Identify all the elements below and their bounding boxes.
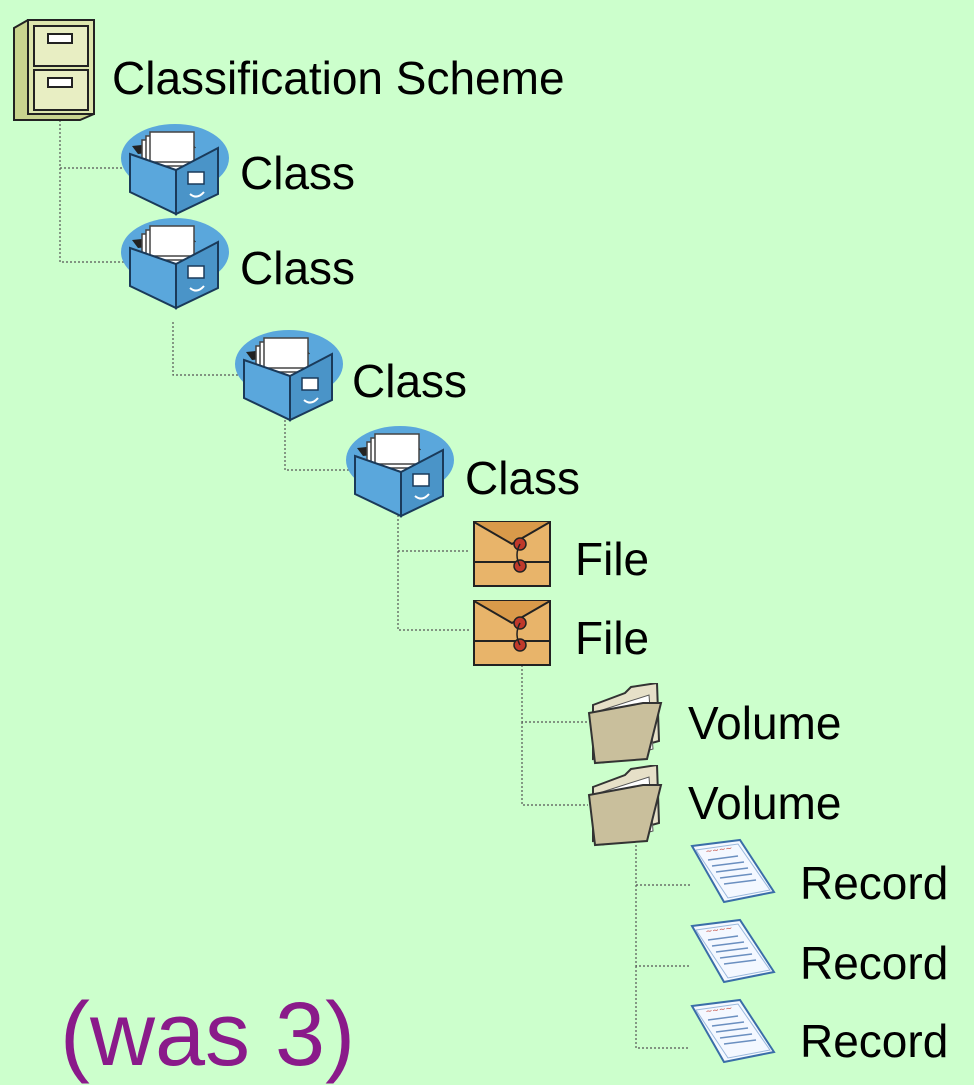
envelope-file-icon <box>473 521 551 587</box>
connector-line <box>59 120 125 169</box>
file-drawer-icon <box>121 124 229 216</box>
node-label: File <box>575 612 650 664</box>
document-icon: ~~~~ <box>690 998 776 1064</box>
node-label: Volume <box>688 777 842 829</box>
document-icon: ~~~~ <box>690 918 776 984</box>
connector-line <box>397 515 470 552</box>
node-label: File <box>575 533 650 585</box>
node-label: Record <box>800 857 949 909</box>
node-label: Classification Scheme <box>112 52 565 104</box>
connector-line <box>397 551 470 631</box>
node-label: Class <box>240 242 356 294</box>
node-label: Class <box>352 355 468 407</box>
node-label: Class <box>465 452 581 504</box>
file-drawer-icon <box>346 426 454 518</box>
folder-icon <box>587 683 663 765</box>
svg-text:~~~~: ~~~~ <box>705 923 733 936</box>
file-drawer-icon <box>121 218 229 310</box>
svg-text:~~~~: ~~~~ <box>705 843 733 856</box>
envelope-file-icon <box>473 600 551 666</box>
connector-line <box>172 322 240 376</box>
connector-line <box>521 722 588 806</box>
document-icon: ~~~~ <box>690 838 776 904</box>
footnote-text: (was 3) <box>60 985 356 1085</box>
connector-line <box>635 966 690 1049</box>
connector-line <box>284 420 350 471</box>
connector-line <box>635 845 690 886</box>
node-label: Class <box>240 147 356 199</box>
node-label: Volume <box>688 697 842 749</box>
svg-text:~~~~: ~~~~ <box>705 1003 733 1016</box>
folder-icon <box>587 765 663 847</box>
connector-line <box>635 885 690 967</box>
connector-line <box>521 665 588 723</box>
connector-line <box>59 168 125 263</box>
node-label: Record <box>800 937 949 989</box>
file-drawer-icon <box>235 330 343 422</box>
filing-cabinet-icon <box>13 19 95 121</box>
node-label: Record <box>800 1015 949 1067</box>
